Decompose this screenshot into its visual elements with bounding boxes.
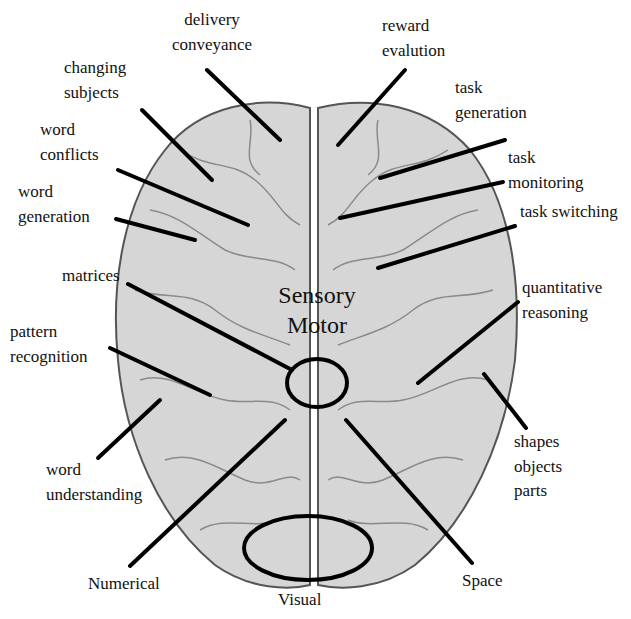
brain-fold bbox=[249, 120, 260, 175]
region-label: Numerical bbox=[88, 572, 160, 597]
leader-line bbox=[338, 70, 405, 145]
region-label: changing subjects bbox=[64, 56, 154, 105]
region-label: Space bbox=[462, 569, 503, 594]
leader-line bbox=[346, 420, 472, 563]
leader-line bbox=[118, 170, 248, 225]
brain-fold bbox=[338, 290, 493, 345]
region-label: pattern recognition bbox=[10, 320, 114, 369]
region-label: Visual bbox=[278, 588, 321, 613]
region-label: reward evalution bbox=[382, 14, 474, 63]
region-ellipse bbox=[244, 516, 372, 580]
leader-line bbox=[207, 70, 280, 140]
region-circle bbox=[287, 359, 347, 407]
brain-fold bbox=[180, 150, 300, 225]
leader-line bbox=[418, 302, 518, 383]
region-label: quantitative reasoning bbox=[522, 276, 626, 325]
brain-fold bbox=[140, 378, 290, 410]
leader-line bbox=[380, 140, 505, 178]
leader-line bbox=[378, 226, 515, 268]
left-hemisphere bbox=[116, 103, 310, 588]
brain-fold bbox=[338, 378, 488, 410]
region-label: shapes objects parts bbox=[514, 430, 586, 504]
leader-lines bbox=[98, 70, 526, 580]
leader-line bbox=[110, 348, 210, 395]
leader-line bbox=[340, 182, 503, 218]
leader-line bbox=[484, 374, 526, 428]
brain-folds bbox=[135, 120, 493, 530]
area-title: Sensory Motor bbox=[252, 280, 382, 340]
leader-line bbox=[142, 110, 212, 180]
region-label: task monitoring bbox=[508, 146, 608, 195]
region-label: task generation bbox=[455, 76, 555, 125]
leader-line bbox=[116, 219, 195, 240]
region-label: delivery conveyance bbox=[162, 8, 262, 57]
region-label: task switching bbox=[520, 200, 620, 225]
region-label: matrices bbox=[62, 264, 120, 289]
leader-line bbox=[130, 420, 285, 566]
region-label: word conflicts bbox=[40, 118, 132, 167]
brain-fold bbox=[368, 120, 379, 175]
leader-line bbox=[98, 400, 160, 458]
leader-line bbox=[128, 284, 292, 370]
brain-fold bbox=[150, 210, 295, 270]
right-hemisphere bbox=[318, 103, 517, 588]
region-label: word generation bbox=[18, 180, 114, 229]
region-label: word understanding bbox=[46, 458, 170, 507]
